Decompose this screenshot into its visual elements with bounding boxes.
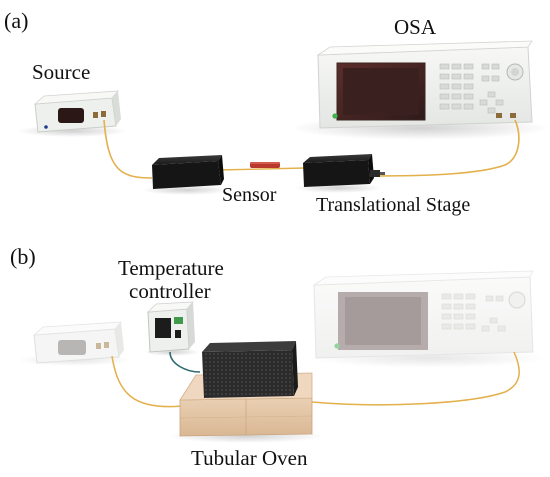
stage-block-left [142, 155, 230, 195]
sensor-tube [250, 162, 280, 168]
fiber-source-to-oven [111, 355, 183, 408]
temperature-controller-label-line2: controller [129, 279, 211, 303]
osa-device-b [308, 270, 548, 368]
wire-controller-to-oven [169, 351, 201, 373]
panel-a-tag: (a) [4, 8, 29, 33]
fiber-oven-to-osa [311, 351, 520, 406]
source-device-a [17, 90, 127, 137]
tubular-oven-device [168, 341, 324, 443]
translational-stage-label: Translational Stage [316, 194, 471, 216]
fiber-source-to-stage [103, 119, 153, 179]
sensor-label: Sensor [222, 184, 277, 206]
source-label: Source [32, 60, 91, 84]
fiber-through-sensor [217, 167, 306, 171]
stage-block-right [294, 154, 385, 193]
source-device-b [16, 321, 132, 366]
temperature-controller-device [144, 301, 200, 356]
osa-label: OSA [394, 15, 437, 39]
panel-b-tag: (b) [10, 244, 36, 269]
fiber-stage-to-osa [371, 119, 520, 177]
osa-device-a [290, 40, 550, 140]
tubular-oven-label: Tubular Oven [191, 446, 308, 470]
temperature-controller-label-line1: Temperature [118, 256, 224, 280]
